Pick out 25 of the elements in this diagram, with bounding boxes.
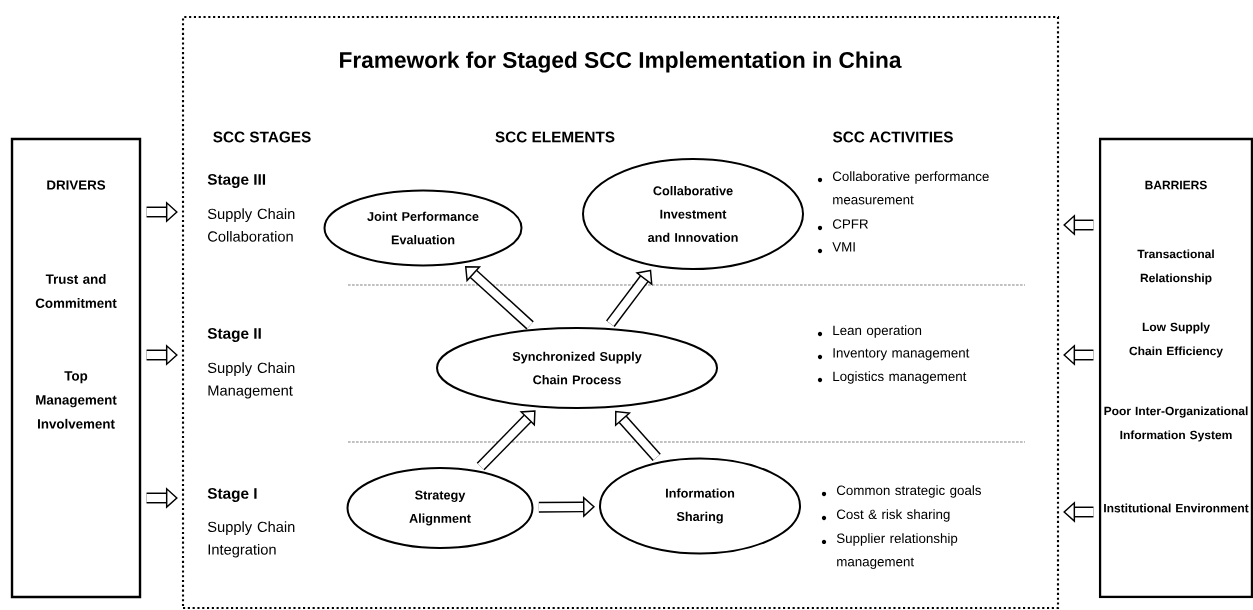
factor-box: BARRIERS Transactional Relationship Low Supply Chain Efficiency Poor Inter-Organizational Information System Institutional Environment: [1098, 137, 1253, 599]
activity-item: Logistics management: [833, 371, 967, 384]
stage-label: Stage III: [207, 174, 266, 188]
stage-label: Stage II: [207, 328, 261, 342]
stage-name: Supply Chain Integration: [207, 521, 295, 558]
title: Framework for Staged SCC Implementation in China: [340, 51, 902, 73]
activity-item: Cost & risk sharing: [836, 509, 950, 522]
stage-name: Supply Chain Management: [207, 362, 295, 399]
stage-name: Supply Chain Collaboration: [207, 208, 295, 242]
activity-item: Lean operation: [833, 325, 922, 338]
block-arrow: [476, 410, 536, 471]
activity-item: VMI: [832, 242, 855, 252]
activity-item: CPFR: [832, 219, 868, 229]
column-heading: SCC ACTIVITIES: [832, 131, 953, 143]
activity-item: Collaborative performance measurement: [832, 171, 989, 205]
activity-item: Common strategic goals: [836, 485, 981, 498]
block-arrow: [614, 410, 661, 462]
column-heading: SCC ELEMENTS: [495, 131, 615, 143]
column-heading: SCC STAGES: [213, 131, 311, 143]
block-arrow: [606, 269, 653, 327]
stage-label: Stage I: [207, 488, 257, 502]
factor-box: DRIVERS Trust and Commitment Top Management Involvement: [10, 137, 142, 599]
activity-item: Inventory management: [833, 348, 970, 361]
activity-item: Supplier relationship management: [836, 533, 958, 569]
dotted-frame: [181, 15, 1060, 610]
